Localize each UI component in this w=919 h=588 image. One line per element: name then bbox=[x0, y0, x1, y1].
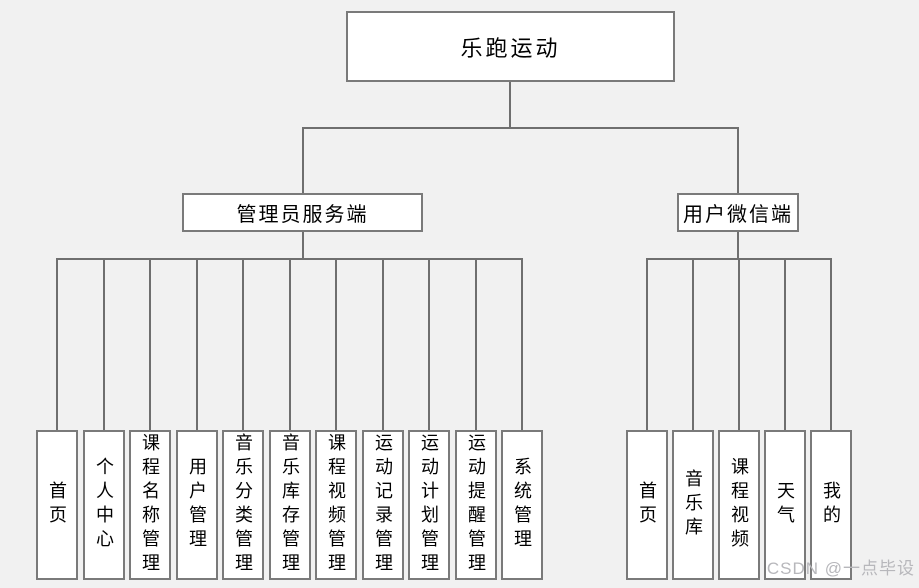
connector-line bbox=[242, 258, 244, 430]
leaf-label: 音乐库 bbox=[683, 469, 703, 541]
connector-line bbox=[103, 258, 105, 430]
leaf-node-admin-course-video-mgmt: 课程视频管理 bbox=[315, 430, 357, 580]
connector-line bbox=[737, 127, 739, 193]
branch-node-wechat: 用户微信端 bbox=[677, 193, 799, 232]
branch-node-admin-label: 管理员服务端 bbox=[236, 204, 369, 226]
connector-line bbox=[521, 258, 523, 430]
leaf-node-wechat-music-library: 音乐库 bbox=[672, 430, 714, 580]
leaf-label: 运动记录管理 bbox=[373, 433, 393, 577]
leaf-node-admin-user-mgmt: 用户管理 bbox=[176, 430, 218, 580]
connector-line bbox=[302, 127, 304, 193]
connector-line bbox=[302, 232, 304, 258]
leaf-label: 课程名称管理 bbox=[140, 433, 160, 577]
connector-line bbox=[737, 232, 739, 258]
leaf-node-admin-music-library-mgmt: 音乐库存管理 bbox=[269, 430, 311, 580]
leaf-label: 用户管理 bbox=[187, 457, 207, 553]
connector-line bbox=[784, 258, 786, 430]
leaf-label: 天气 bbox=[775, 481, 795, 529]
connector-line bbox=[692, 258, 694, 430]
connector-line bbox=[149, 258, 151, 430]
leaf-label: 首页 bbox=[47, 481, 67, 529]
connector-line bbox=[475, 258, 477, 430]
leaf-node-wechat-weather: 天气 bbox=[764, 430, 806, 580]
connector-line bbox=[196, 258, 198, 430]
leaf-node-wechat-mine: 我的 bbox=[810, 430, 852, 580]
connector-line bbox=[382, 258, 384, 430]
leaf-label: 个人中心 bbox=[94, 457, 114, 553]
leaf-label: 我的 bbox=[821, 481, 841, 529]
leaf-label: 音乐库存管理 bbox=[280, 433, 300, 577]
connector-line bbox=[302, 127, 739, 129]
leaf-label: 音乐分类管理 bbox=[233, 433, 253, 577]
connector-line bbox=[289, 258, 291, 430]
connector-line bbox=[56, 258, 58, 430]
leaf-label: 课程视频 bbox=[729, 457, 749, 553]
leaf-node-admin-music-category-mgmt: 音乐分类管理 bbox=[222, 430, 264, 580]
leaf-node-admin-home: 首页 bbox=[36, 430, 78, 580]
connector-line bbox=[428, 258, 430, 430]
connector-line bbox=[646, 258, 648, 430]
connector-line bbox=[830, 258, 832, 430]
leaf-label: 首页 bbox=[637, 481, 657, 529]
leaf-node-admin-exercise-plan-mgmt: 运动计划管理 bbox=[408, 430, 450, 580]
leaf-node-admin-exercise-record-mgmt: 运动记录管理 bbox=[362, 430, 404, 580]
leaf-node-wechat-home: 首页 bbox=[626, 430, 668, 580]
branch-node-wechat-label: 用户微信端 bbox=[683, 204, 793, 226]
leaf-label: 系统管理 bbox=[512, 457, 532, 553]
connector-line bbox=[738, 258, 740, 430]
connector-line bbox=[509, 82, 511, 127]
leaf-node-admin-course-name-mgmt: 课程名称管理 bbox=[129, 430, 171, 580]
branch-node-admin: 管理员服务端 bbox=[182, 193, 423, 232]
root-node: 乐跑运动 bbox=[346, 11, 675, 82]
leaf-node-admin-personal-center: 个人中心 bbox=[83, 430, 125, 580]
leaf-label: 运动计划管理 bbox=[419, 433, 439, 577]
leaf-node-wechat-course-video: 课程视频 bbox=[718, 430, 760, 580]
leaf-node-admin-exercise-reminder-mgmt: 运动提醒管理 bbox=[455, 430, 497, 580]
connector-line bbox=[335, 258, 337, 430]
leaf-label: 运动提醒管理 bbox=[466, 433, 486, 577]
root-node-label: 乐跑运动 bbox=[460, 35, 561, 61]
leaf-node-admin-system-mgmt: 系统管理 bbox=[501, 430, 543, 580]
leaf-label: 课程视频管理 bbox=[326, 433, 346, 577]
